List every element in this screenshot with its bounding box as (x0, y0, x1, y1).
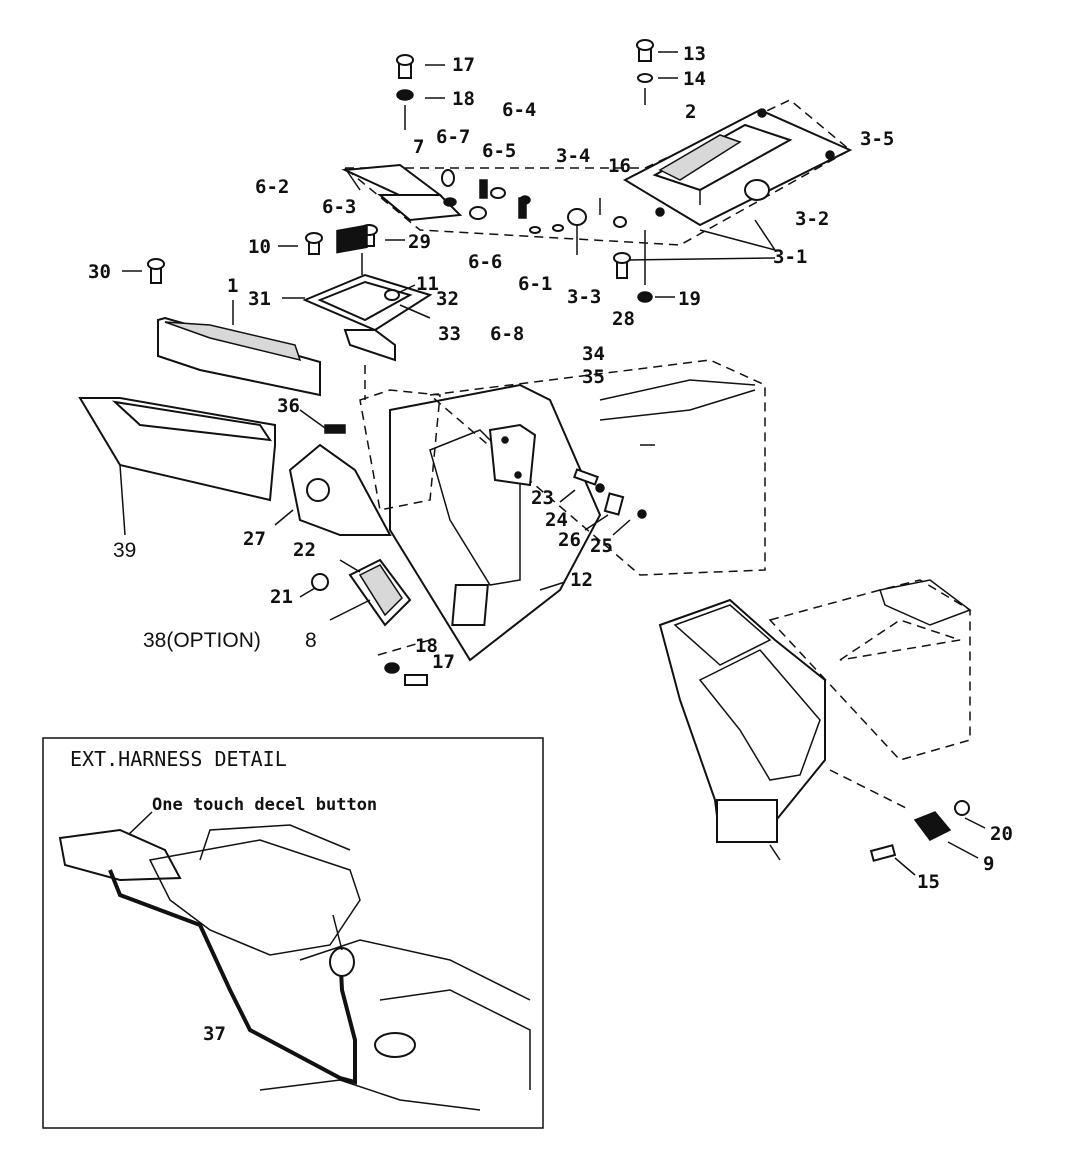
callout-19: 19 (678, 288, 701, 310)
callout-34: 34 (582, 343, 605, 365)
callout-33: 33 (438, 323, 461, 345)
console-body (274, 359, 766, 662)
callout-10: 10 (248, 236, 271, 258)
callout-labels: 17 18 13 14 2 3-5 6-4 6-5 3-4 16 7 6-7 6… (88, 43, 1013, 1045)
callout-11: 11 (416, 273, 439, 295)
callout-7: 7 (413, 136, 424, 158)
callout-25: 25 (590, 535, 613, 557)
tray-part-39 (78, 397, 276, 536)
callout-6-6: 6-6 (468, 251, 502, 273)
callout-39: 39 (113, 539, 136, 562)
cover-part-1 (157, 300, 321, 397)
callout-35: 35 (582, 366, 605, 388)
harness-detail-box: EXT.HARNESS DETAIL One touch decel butto… (42, 737, 544, 1129)
callout-3-4: 3-4 (556, 145, 590, 167)
callout-13: 13 (683, 43, 706, 65)
callout-16: 16 (608, 155, 631, 177)
callout-23: 23 (531, 487, 554, 509)
callout-1: 1 (227, 275, 238, 297)
callout-4: 4 (345, 226, 356, 248)
detail-note: One touch decel button (152, 795, 377, 815)
callout-17-top: 17 (452, 54, 475, 76)
left-fasteners (122, 224, 405, 284)
callout-8: 8 (305, 629, 317, 652)
callout-38-option: 38(OPTION) (143, 629, 261, 652)
callout-9: 9 (983, 853, 994, 875)
pedal-part (299, 558, 431, 686)
right-console-assembly (658, 579, 986, 876)
callout-6-2: 6-2 (255, 176, 289, 198)
top-fasteners (396, 39, 678, 303)
monitor-part (622, 108, 853, 227)
callout-22: 22 (293, 539, 316, 561)
callout-30: 30 (88, 261, 111, 283)
callout-6-8: 6-8 (490, 323, 524, 345)
switch-panel (282, 224, 433, 400)
callout-18-bottom: 18 (415, 635, 438, 657)
callout-3-5: 3-5 (860, 128, 894, 150)
callout-3-1: 3-1 (773, 246, 807, 268)
small-hardware (559, 468, 647, 536)
callout-28: 28 (612, 308, 635, 330)
callout-6-4: 6-4 (502, 99, 536, 121)
callout-20: 20 (990, 823, 1013, 845)
callout-15: 15 (917, 871, 940, 893)
callout-31: 31 (248, 288, 271, 310)
callout-6-7: 6-7 (436, 126, 470, 148)
callout-21: 21 (270, 586, 293, 608)
callout-2: 2 (685, 101, 696, 123)
callout-6-1: 6-1 (518, 273, 552, 295)
callout-6-5: 6-5 (482, 140, 516, 162)
callout-17-bottom: 17 (432, 651, 455, 673)
detail-title: EXT.HARNESS DETAIL (70, 747, 287, 771)
callout-37: 37 (203, 1023, 226, 1045)
callout-26: 26 (558, 529, 581, 551)
callout-12: 12 (570, 569, 593, 591)
callout-3-3: 3-3 (567, 286, 601, 308)
knob-part (744, 179, 770, 201)
callout-32: 32 (436, 288, 459, 310)
callout-14: 14 (683, 68, 706, 90)
callout-29: 29 (408, 231, 431, 253)
top-panel-assembly (341, 99, 853, 261)
callout-27: 27 (243, 528, 266, 550)
callout-3-2: 3-2 (795, 208, 829, 230)
callout-36: 36 (277, 395, 300, 417)
callout-24: 24 (545, 509, 568, 531)
callout-18-top: 18 (452, 88, 475, 110)
callout-6-3: 6-3 (322, 196, 356, 218)
